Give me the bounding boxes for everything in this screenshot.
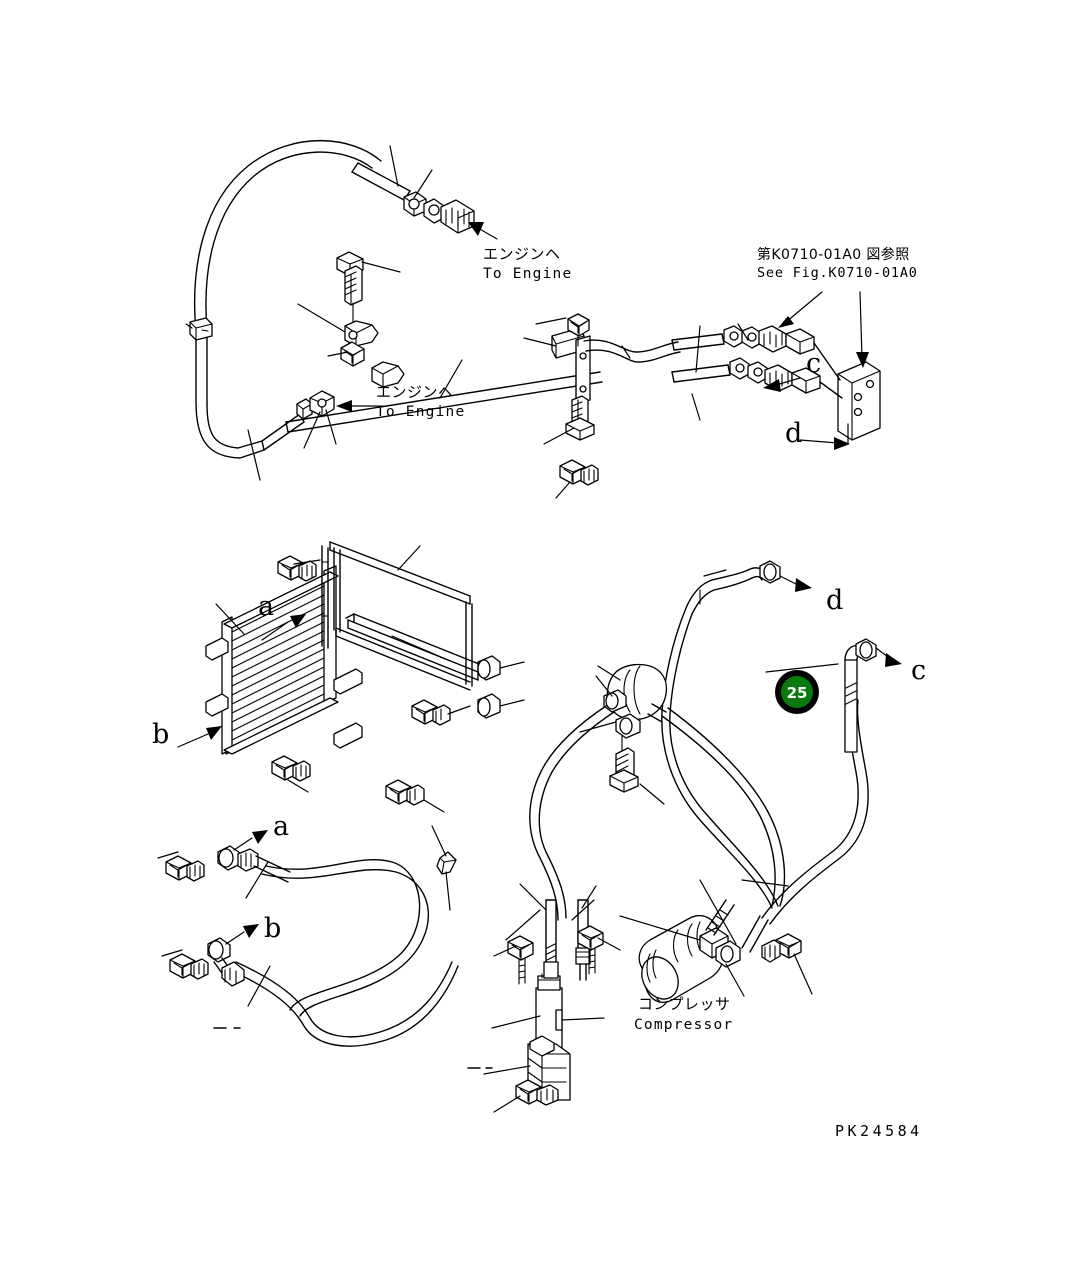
item-badge-number: 25 bbox=[787, 684, 808, 702]
callout-a-hose: a bbox=[273, 811, 289, 842]
condenser-assembly bbox=[177, 541, 525, 813]
figure-id: PK24584 bbox=[835, 1122, 923, 1140]
lower-hose-compressor-assembly bbox=[157, 560, 902, 1113]
callout-c-lower: c bbox=[911, 655, 926, 686]
upper-hose-assembly bbox=[185, 140, 881, 499]
callout-d-upper: d bbox=[785, 418, 802, 449]
to-engine-upper-japanese: エンジンヘ bbox=[483, 245, 561, 263]
callout-a-condenser: a bbox=[258, 591, 274, 622]
to-engine-lower-japanese: エンジンヘ bbox=[376, 383, 454, 401]
compressor-label-japanese: コンプレッサ bbox=[638, 995, 731, 1013]
callout-c-upper: c bbox=[806, 348, 821, 379]
callout-d-lower: d bbox=[826, 585, 843, 616]
item-badge-fill bbox=[781, 676, 813, 708]
diagram-text-labels: 第K0710-01A0 図参照 See Fig.K0710-01A0 エンジンヘ… bbox=[152, 245, 926, 1140]
reference-note-japanese: 第K0710-01A0 図参照 bbox=[757, 246, 910, 263]
callout-b-hose: b bbox=[264, 913, 281, 944]
reference-note-english: See Fig.K0710-01A0 bbox=[757, 265, 918, 281]
callout-b-condenser: b bbox=[152, 719, 169, 750]
to-engine-upper-english: To Engine bbox=[483, 266, 572, 282]
to-engine-lower-english: To Engine bbox=[376, 404, 465, 420]
compressor-label-english: Compressor bbox=[634, 1017, 733, 1033]
item-badge-25[interactable]: 25 bbox=[775, 670, 819, 714]
